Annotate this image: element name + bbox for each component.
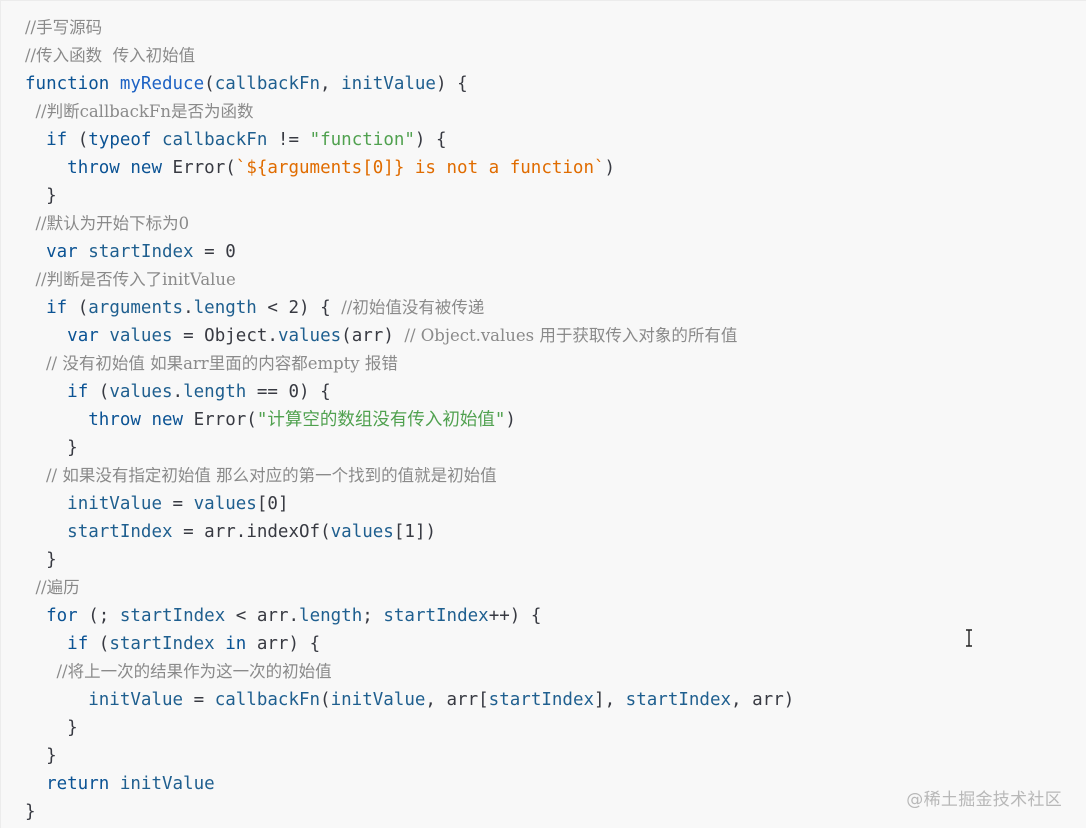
code-line-16: } (67, 438, 78, 458)
code-line-23: if (startIndex in arr) { (67, 634, 321, 654)
code-line-14: if (values.length == 0) { (67, 382, 331, 402)
code-line-10: //判断是否传入了initValue (25, 270, 236, 289)
code-line-15: throw new Error("计算空的数组没有传入初始值") (88, 410, 516, 430)
code-line-27: } (46, 746, 57, 766)
code-line-21: //遍历 (25, 578, 80, 597)
code-line-7: } (46, 186, 57, 206)
text-cursor-icon (966, 629, 972, 647)
code-line-28: return initValue (46, 774, 215, 794)
code-line-3: function myReduce(callbackFn, initValue)… (25, 74, 468, 94)
code-line-9: var startIndex = 0 (46, 242, 236, 262)
code-line-18: initValue = values[0] (67, 494, 289, 514)
code-line-12: var values = Object.values(arr) // Objec… (67, 326, 738, 346)
code-line-5: if (typeof callbackFn != "function") { (46, 130, 447, 150)
code-line-19: startIndex = arr.indexOf(values[1]) (67, 522, 437, 542)
code-line-22: for (; startIndex < arr.length; startInd… (46, 606, 542, 626)
code-line-8: //默认为开始下标为0 (25, 214, 190, 233)
code-line-6: throw new Error(`${arguments[0]} is not … (67, 158, 616, 178)
code-line-25: initValue = callbackFn(initValue, arr[st… (88, 690, 795, 710)
code-line-13: // 没有初始值 如果arr里面的内容都empty 报错 (25, 354, 398, 373)
code-line-11: if (arguments.length < 2) { //初始值没有被传递 (46, 298, 485, 318)
code-line-29: } (25, 802, 36, 822)
code-line-24: //将上一次的结果作为这一次的初始值 (25, 662, 332, 681)
code-content[interactable]: //手写源码 //传入函数 传入初始值 function myReduce(call… (25, 14, 794, 826)
code-line-4: //判断callbackFn是否为函数 (25, 102, 254, 121)
code-line-2: //传入函数 传入初始值 (25, 46, 196, 65)
code-line-17: // 如果没有指定初始值 那么对应的第一个找到的值就是初始值 (25, 466, 497, 485)
watermark: @稀土掘金技术社区 (906, 790, 1062, 810)
code-line-1: //手写源码 (25, 18, 103, 37)
code-line-26: } (67, 718, 78, 738)
code-line-20: } (46, 550, 57, 570)
